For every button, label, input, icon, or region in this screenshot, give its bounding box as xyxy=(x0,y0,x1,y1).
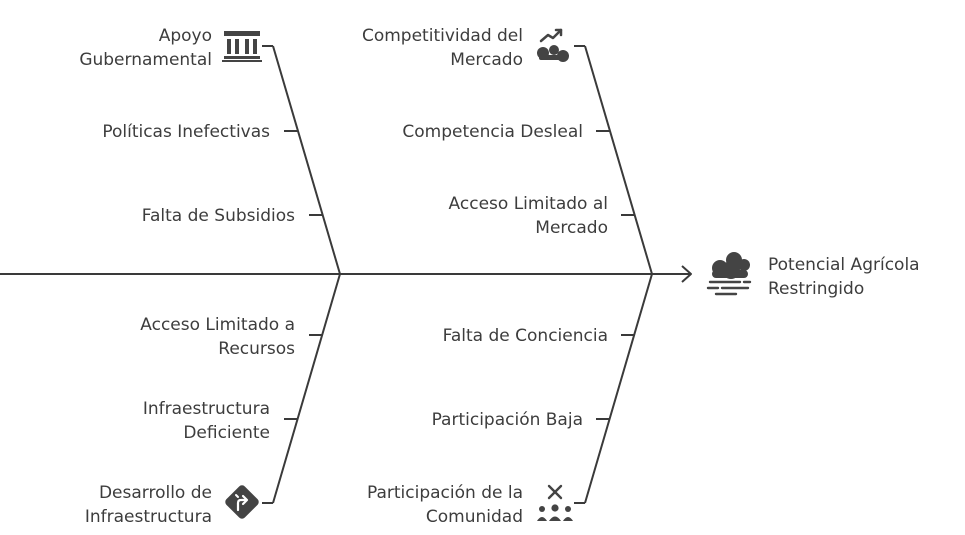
category-market-line2: Mercado xyxy=(450,50,523,70)
storm-cloud-icon xyxy=(706,252,752,296)
cause-infra-1: Acceso Limitado a Recursos xyxy=(140,313,295,361)
effect-label: Potencial Agrícola Restringido xyxy=(768,253,920,301)
cause-gov-2: Falta de Subsidios xyxy=(141,206,295,226)
cause-infra-1-line1: Acceso Limitado a xyxy=(140,315,295,335)
category-gov-line2: Gubernamental xyxy=(79,50,212,70)
community-people-icon xyxy=(537,484,573,521)
cause-infra-2: Infraestructura Deficiente xyxy=(143,397,270,445)
category-market-line1: Competitividad del xyxy=(361,26,523,46)
bone-community xyxy=(584,273,653,504)
category-gov-line1: Apoyo xyxy=(158,26,212,46)
cause-market-2-line1: Acceso Limitado al xyxy=(448,194,608,214)
road-sign-icon xyxy=(225,485,259,519)
bone-market xyxy=(584,45,653,275)
category-infra-line1: Desarrollo de xyxy=(98,483,212,503)
bone-gov xyxy=(272,45,341,275)
effect-line2: Restringido xyxy=(768,279,865,299)
cause-infra-2-line1: Infraestructura xyxy=(142,399,270,419)
category-community-line2: Comunidad xyxy=(425,507,523,527)
cause-infra-2-line2: Deficiente xyxy=(183,423,270,443)
effect-line1: Potencial Agrícola xyxy=(768,255,920,275)
category-community-label: Participación de la Comunidad xyxy=(367,481,523,529)
cause-market-2-line2: Mercado xyxy=(535,218,608,238)
category-infra-label: Desarrollo de Infraestructura xyxy=(85,481,212,529)
cause-gov-1: Políticas Inefectivas xyxy=(102,122,270,142)
cause-market-1: Competencia Desleal xyxy=(402,122,583,142)
cause-community-2: Participación Baja xyxy=(431,410,583,430)
cause-community-1: Falta de Conciencia xyxy=(442,326,608,346)
category-infra-line2: Infraestructura xyxy=(84,507,212,527)
government-building-icon xyxy=(222,31,262,62)
market-trend-icon xyxy=(537,28,569,62)
cause-infra-1-line2: Recursos xyxy=(218,339,295,359)
category-market-label: Competitividad del Mercado xyxy=(362,24,523,72)
category-gov-label: Apoyo Gubernamental xyxy=(79,24,212,72)
spine-arrowhead xyxy=(681,265,692,283)
bone-infra xyxy=(272,273,341,504)
category-community-line1: Participación de la xyxy=(366,483,523,503)
cause-market-2: Acceso Limitado al Mercado xyxy=(449,192,608,240)
